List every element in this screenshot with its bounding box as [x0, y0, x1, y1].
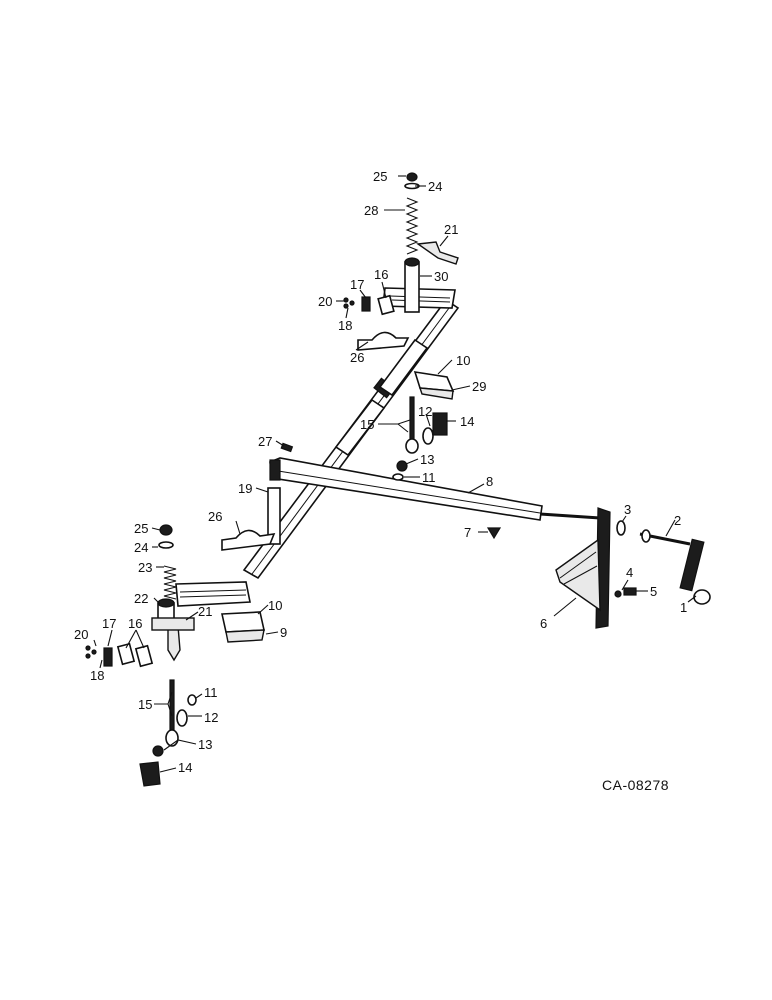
callout-25-upper: 25	[373, 169, 387, 184]
callout-14-lower: 14	[178, 760, 192, 775]
upper-plate-14	[422, 412, 448, 445]
callout-29: 29	[472, 379, 486, 394]
callout-14-upper: 14	[460, 414, 474, 429]
drawing-number: CA-08278	[602, 777, 669, 793]
callout-19: 19	[238, 481, 252, 496]
callout-12-lower: 12	[204, 710, 218, 725]
lower-bracket-10-9	[221, 611, 265, 643]
callout-13-upper: 13	[420, 452, 434, 467]
cross-bar	[269, 457, 601, 521]
main-tube	[242, 298, 460, 580]
mounting-plate-6	[555, 507, 611, 629]
callout-25-lower: 25	[134, 521, 148, 536]
callout-15-upper: 15	[360, 417, 374, 432]
callout-21-lower: 21	[198, 604, 212, 619]
callout-26-lower: 26	[208, 509, 222, 524]
callout-9: 9	[280, 625, 287, 640]
callout-4: 4	[626, 565, 633, 580]
callout-28: 28	[364, 203, 378, 218]
callout-labels: 25 24 28 21 30 17 16 20 18 26 10 29 12 1…	[74, 169, 687, 793]
callout-1: 1	[680, 600, 687, 615]
rod-assembly	[614, 520, 711, 605]
lower-post-and-spring	[151, 524, 195, 662]
callout-15-lower: 15	[138, 697, 152, 712]
bolt-7	[486, 527, 502, 540]
callout-24-upper: 24	[428, 179, 442, 194]
callout-8: 8	[486, 474, 493, 489]
callout-21-upper: 21	[444, 222, 458, 237]
callout-18-upper: 18	[338, 318, 352, 333]
callout-20-lower: 20	[74, 627, 88, 642]
lower-clamp-26	[221, 529, 276, 551]
callout-2: 2	[674, 513, 681, 528]
lower-eyebolt-15	[139, 679, 197, 787]
leader-lines	[93, 175, 697, 773]
callout-10-lower: 10	[268, 598, 282, 613]
callout-6: 6	[540, 616, 547, 631]
callout-23: 23	[138, 560, 152, 575]
callout-11-upper: 11	[422, 470, 436, 485]
callout-20-upper: 20	[318, 294, 332, 309]
lower-clip-hardware	[85, 642, 154, 668]
callout-16-upper: 16	[374, 267, 388, 282]
callout-30: 30	[434, 269, 448, 284]
callout-10-upper: 10	[456, 353, 470, 368]
callout-24-lower: 24	[134, 540, 148, 555]
callout-18-lower: 18	[90, 668, 104, 683]
callout-17-lower: 17	[102, 616, 116, 631]
upper-bracket-10-29	[413, 371, 455, 400]
callout-22: 22	[134, 591, 148, 606]
upper-clip-hardware	[343, 294, 395, 316]
callout-12-upper: 12	[418, 404, 432, 419]
callout-17-upper: 17	[350, 277, 364, 292]
upper-eyebolt-15	[392, 396, 419, 481]
callout-5: 5	[650, 584, 657, 599]
lower-post-19	[267, 487, 281, 545]
pin-27	[280, 442, 294, 453]
callout-11-lower: 11	[204, 685, 218, 700]
upper-post-and-spring	[404, 172, 420, 313]
parts-artwork	[85, 172, 711, 787]
callout-27: 27	[258, 434, 272, 449]
callout-16-lower: 16	[128, 616, 142, 631]
upper-strap-21	[416, 241, 459, 265]
callout-13-lower: 13	[198, 737, 212, 752]
lower-bracket	[175, 581, 251, 607]
callout-3: 3	[624, 502, 631, 517]
callout-7: 7	[464, 525, 471, 540]
upper-clamp-26	[357, 331, 410, 351]
callout-26-upper: 26	[350, 350, 364, 365]
